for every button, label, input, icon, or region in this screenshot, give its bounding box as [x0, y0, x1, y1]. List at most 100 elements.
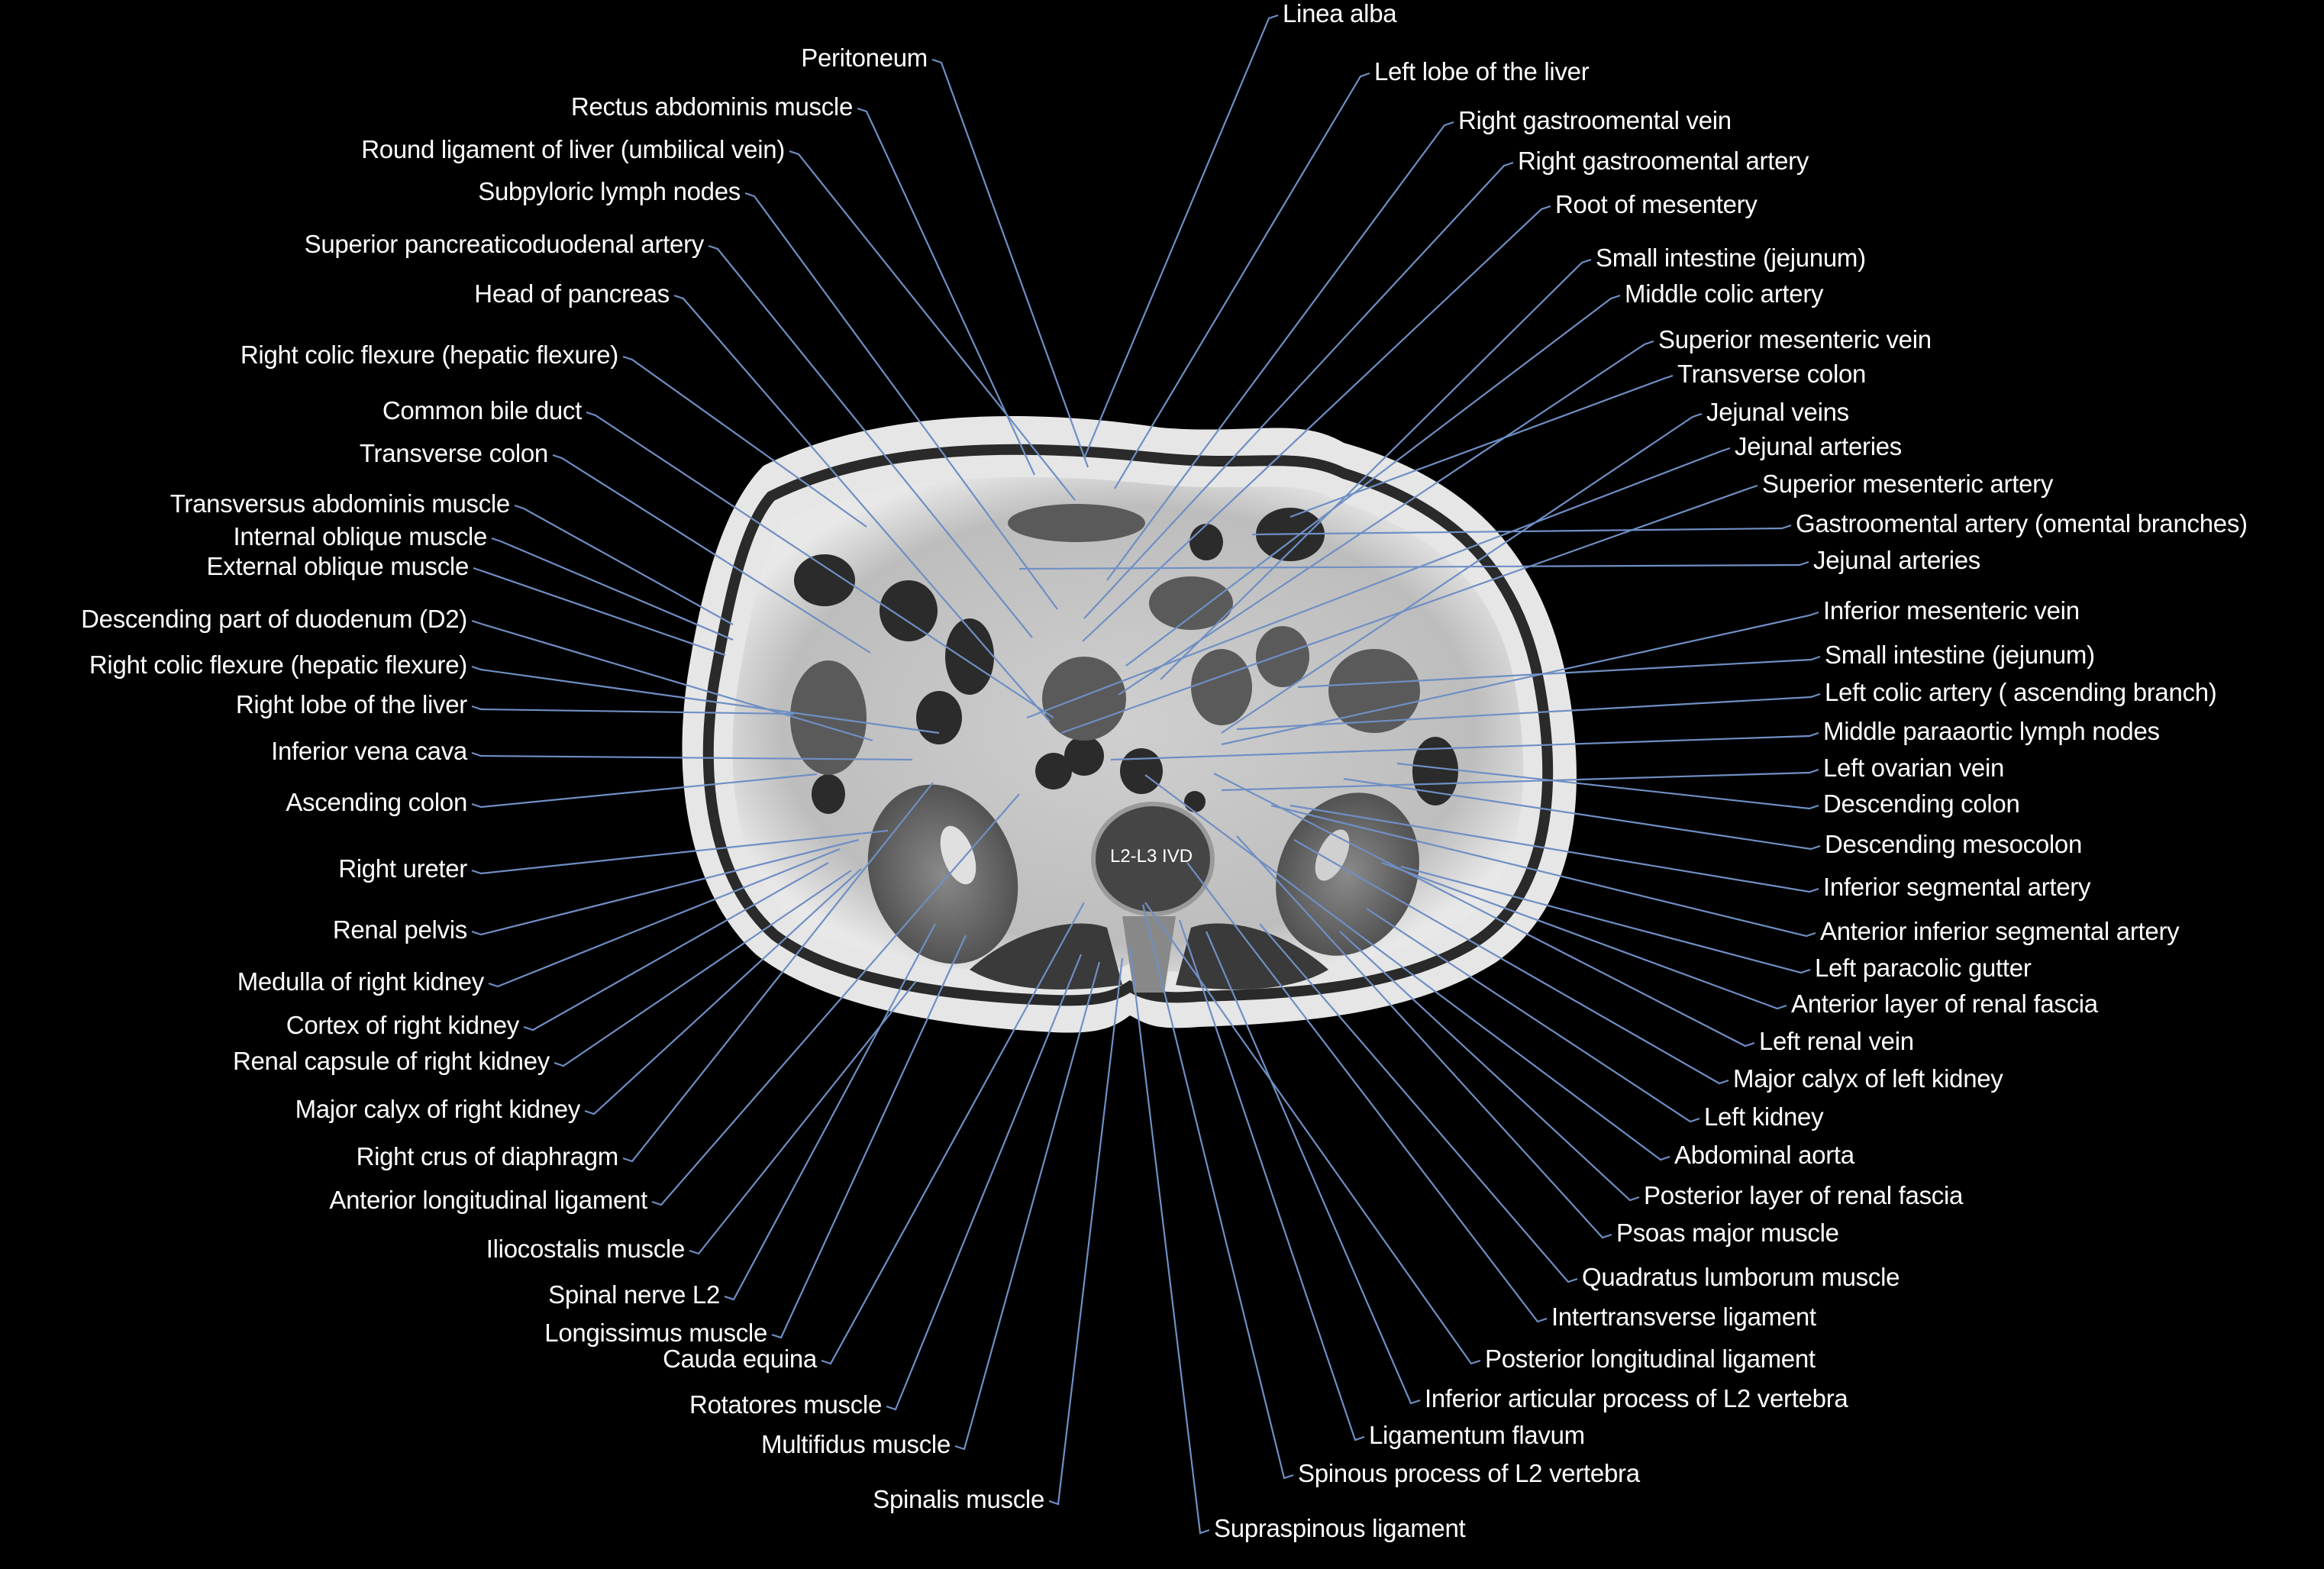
anatomy-label: Left renal vein	[1759, 1027, 1914, 1055]
leader-line	[1236, 692, 1821, 731]
leader-line	[491, 537, 734, 641]
leader-line	[1141, 904, 1294, 1480]
leader-line	[789, 150, 1076, 501]
leader-line	[821, 902, 1085, 1365]
anatomy-label: Inferior articular process of L2 vertebr…	[1425, 1384, 1848, 1412]
anatomy-label: Anterior longitudinal ligament	[329, 1186, 647, 1214]
leader-line	[471, 705, 795, 715]
anatomy-label: Quadratus lumborum muscle	[1582, 1263, 1900, 1291]
leader-line	[473, 567, 726, 657]
anatomy-label: Root of mesentery	[1555, 190, 1758, 218]
leader-line	[471, 619, 873, 742]
leader-line	[1128, 946, 1210, 1535]
leader-line	[857, 107, 1035, 476]
anatomy-label: Descending colon	[1823, 789, 2020, 818]
anatomy-label: Inferior vena cava	[271, 737, 467, 765]
leader-line	[1205, 931, 1421, 1405]
leader-line	[1060, 484, 1758, 734]
leader-line	[1366, 908, 1700, 1123]
anatomy-label: Major calyx of right kidney	[295, 1095, 581, 1123]
anatomy-label: Gastroomental artery (omental branches)	[1796, 509, 2248, 538]
anatomy-label: Right crus of diaphragm	[356, 1142, 619, 1170]
leader-line	[554, 870, 852, 1067]
leader-line	[1106, 121, 1454, 581]
anatomy-label: Left colic artery ( ascending branch)	[1825, 678, 2217, 706]
leader-line	[744, 192, 1058, 610]
anatomy-label: Jejunal veins	[1706, 398, 1849, 426]
anatomy-label: Right lobe of the liver	[235, 690, 467, 718]
anatomy-label: External oblique muscle	[206, 552, 470, 580]
leader-line	[586, 411, 1054, 718]
anatomy-label: Superior mesenteric artery	[1762, 470, 2054, 498]
anatomy-label: Multifidus muscle	[761, 1430, 951, 1458]
anatomy-label: Anterior inferior segmental artery	[1820, 917, 2180, 945]
leader-line	[1083, 14, 1279, 459]
leader-line	[1293, 839, 1729, 1085]
leader-line	[1118, 340, 1654, 696]
leader-line	[1048, 957, 1124, 1506]
anatomy-label: Small intestine (jejunum)	[1596, 244, 1866, 272]
leader-line	[1213, 773, 1755, 1048]
anatomy-label: Descending mesocolon	[1825, 830, 2083, 858]
anatomy-label: Descending part of duodenum (D2)	[81, 605, 467, 633]
leader-line	[708, 244, 1033, 638]
leader-line	[1259, 923, 1578, 1283]
vertebral-level-label: L2-L3 IVD	[1109, 846, 1193, 867]
leader-line	[1160, 258, 1592, 680]
anatomy-label: Head of pancreas	[474, 279, 670, 308]
leader-line	[1186, 862, 1548, 1323]
anatomy-label: Jejunal arteries	[1735, 432, 1902, 460]
anatomy-label: Peritoneum	[801, 44, 928, 72]
anatomy-label: Superior pancreaticoduodenal artery	[304, 230, 705, 258]
anatomy-label: Right colic flexure (hepatic flexure)	[89, 651, 467, 679]
leader-line	[1018, 560, 1809, 570]
anatomy-label: Iliocostalis muscle	[486, 1235, 686, 1263]
leader-line	[1178, 919, 1365, 1441]
anatomy-label: Supraspinous ligament	[1214, 1514, 1466, 1542]
leader-line	[1110, 731, 1819, 761]
leader-line	[724, 923, 936, 1301]
leader-line	[622, 782, 934, 1163]
anatomy-label: Ligamentum flavum	[1369, 1421, 1585, 1449]
anatomy-label: Spinous process of L2 vertebra	[1298, 1459, 1640, 1487]
anatomy-label: Right gastroomental artery	[1518, 147, 1809, 175]
anatomy-label: Posterior layer of renal fascia	[1644, 1181, 1964, 1209]
anatomy-label: Spinalis muscle	[873, 1485, 1044, 1513]
leader-line	[1221, 768, 1819, 792]
leader-line	[771, 935, 967, 1339]
leader-line	[1400, 865, 1811, 974]
leader-line	[471, 829, 889, 875]
leader-line	[1083, 161, 1514, 619]
anatomy-label: Right colic flexure (hepatic flexure)	[240, 341, 618, 369]
leader-line	[1289, 374, 1674, 518]
anatomy-label: Inferior mesenteric vein	[1823, 596, 2080, 625]
leader-line	[1339, 931, 1640, 1202]
anatomy-label: Cauda equina	[663, 1345, 817, 1373]
anatomy-label: Ascending colon	[286, 788, 467, 816]
anatomy-label: Medulla of right kidney	[237, 967, 485, 996]
anatomy-label: Intertransverse ligament	[1551, 1303, 1816, 1331]
anatomy-label: Middle colic artery	[1625, 279, 1824, 308]
leader-line	[931, 58, 1089, 468]
leader-line	[1297, 655, 1821, 689]
leader-line	[1221, 611, 1819, 746]
leader-line	[673, 294, 1051, 722]
leader-line	[471, 751, 913, 761]
anatomy-label: Transverse colon	[359, 439, 548, 467]
anatomy-label: Psoas major muscle	[1616, 1219, 1839, 1247]
leader-line	[471, 665, 940, 734]
leader-line	[1082, 205, 1551, 642]
anatomy-label: Internal oblique muscle	[233, 522, 488, 550]
anatomy-label: Spinal nerve L2	[548, 1280, 720, 1309]
anatomy-label: Cortex of right kidney	[286, 1011, 520, 1039]
leader-line	[1251, 524, 1792, 536]
anatomy-label: Posterior longitudinal ligament	[1485, 1345, 1816, 1373]
anatomy-label: Common bile duct	[382, 396, 582, 425]
leader-line	[1289, 804, 1819, 893]
leader-line	[1343, 777, 1821, 851]
leader-line	[1270, 804, 1816, 938]
leader-line	[1144, 902, 1481, 1365]
anatomy-label: Linea alba	[1283, 0, 1397, 27]
leader-line	[584, 868, 862, 1115]
